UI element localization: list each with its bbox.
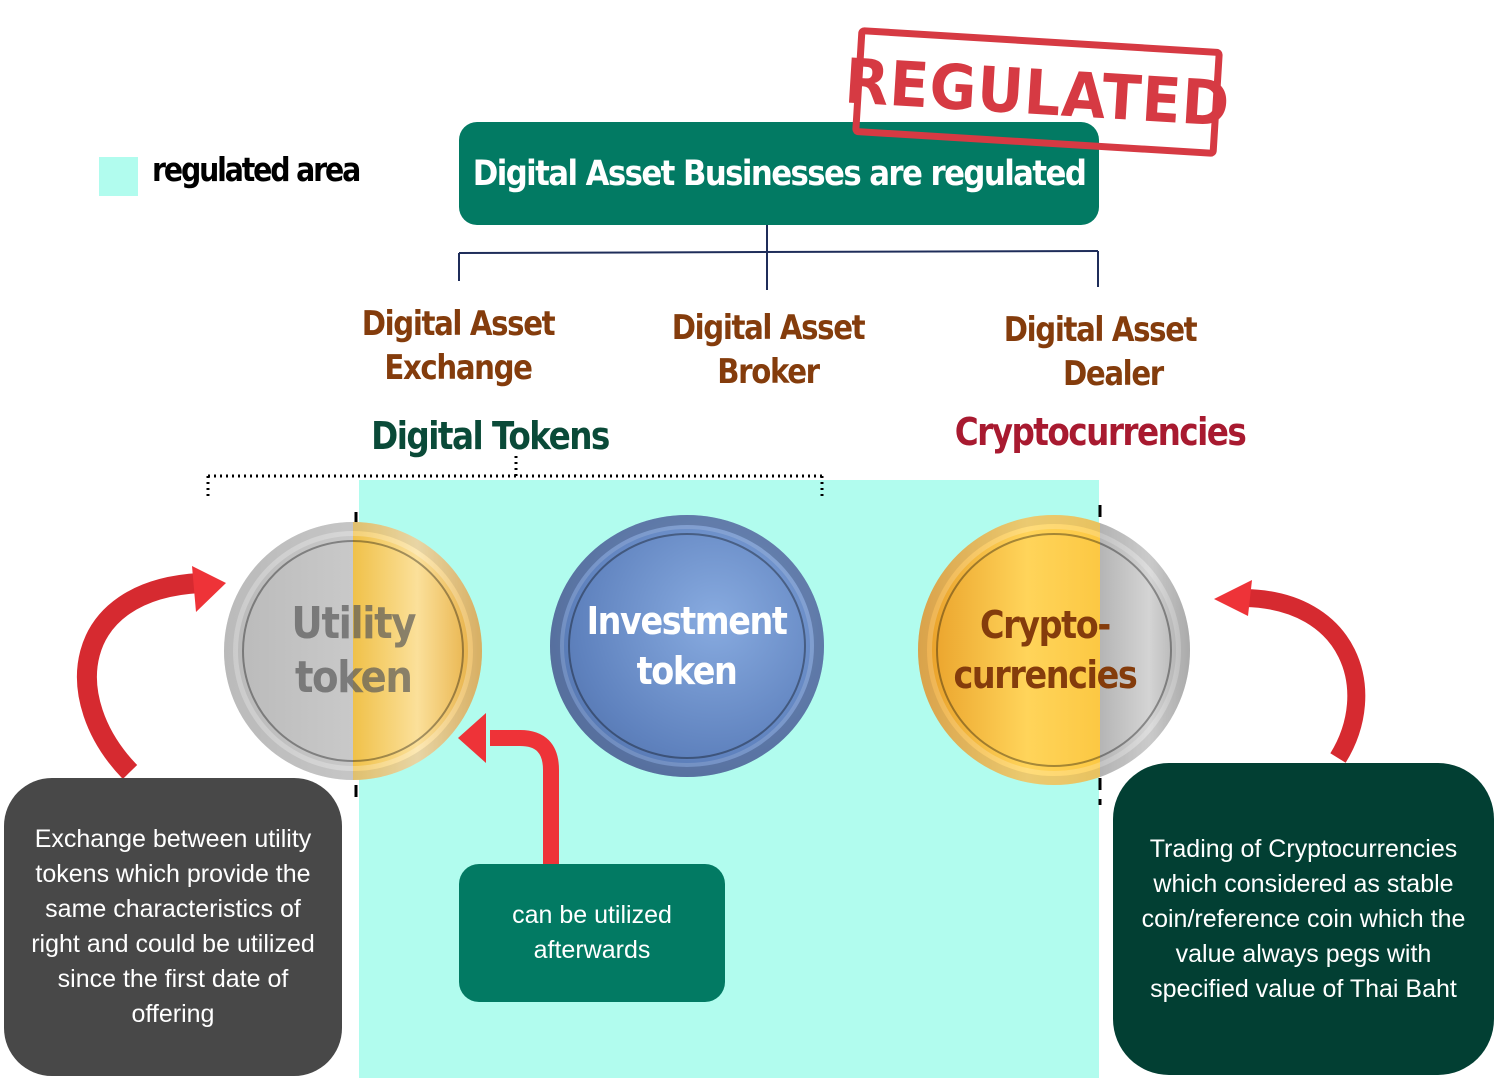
coin-rim (242, 540, 464, 762)
business-broker-line1: Digital Asset (671, 308, 866, 348)
business-dealer-label: Digital Asset Dealer (980, 308, 1221, 396)
business-dealer-line2: Dealer (1062, 354, 1164, 394)
utility-exchange-description-box: Exchange between utility tokens which pr… (4, 778, 342, 1076)
stamp-text: REGULATED (842, 43, 1233, 141)
cryptocurrency-line2: currencies (953, 653, 1138, 697)
investment-token-line1: Investment (587, 599, 788, 643)
regulated-stamp: REGULATED (843, 26, 1232, 158)
business-exchange-line2: Exchange (384, 348, 533, 388)
utility-token-line2: token (294, 652, 413, 703)
crypto-trading-description-box: Trading of Cryptocurrencies which consid… (1113, 763, 1494, 1075)
utility-token-line1: Utility (291, 598, 416, 649)
utility-exchange-text: Exchange between utility tokens which pr… (31, 825, 315, 1028)
coin-rim (936, 533, 1172, 767)
coin-rim (568, 533, 806, 759)
digital-asset-businesses-box: Digital Asset Businesses are regulated (459, 122, 1099, 225)
cryptocurrency-line1: Crypto- (980, 603, 1111, 647)
business-broker-label: Digital Asset Broker (648, 306, 889, 394)
header-title: Digital Asset Businesses are regulated (472, 153, 1087, 194)
digital-tokens-label: Digital Tokens (371, 414, 610, 458)
legend-label: regulated area (152, 150, 361, 189)
legend-swatch (99, 157, 138, 196)
cryptocurrency-coin-icon: Crypto- currencies (918, 515, 1190, 785)
investment-token-line2: token (637, 649, 738, 693)
cryptocurrency-label: Crypto- currencies (953, 600, 1138, 700)
utilized-afterwards-text: can be utilized afterwards (512, 901, 672, 964)
utilized-afterwards-box: can be utilized afterwards (459, 864, 725, 1002)
business-broker-line2: Broker (717, 352, 820, 392)
utility-token-label: Utility token (291, 597, 416, 705)
investment-token-coin-icon: Investment token (550, 515, 824, 777)
crypto-trading-text: Trading of Cryptocurrencies which consid… (1141, 834, 1466, 1003)
business-exchange-label: Digital Asset Exchange (338, 302, 579, 390)
cryptocurrencies-label: Cryptocurrencies (954, 410, 1247, 454)
business-exchange-line1: Digital Asset (361, 304, 556, 344)
investment-token-label: Investment token (587, 596, 788, 696)
business-dealer-line1: Digital Asset (1003, 310, 1198, 350)
utility-token-coin-icon: Utility token (224, 522, 482, 780)
